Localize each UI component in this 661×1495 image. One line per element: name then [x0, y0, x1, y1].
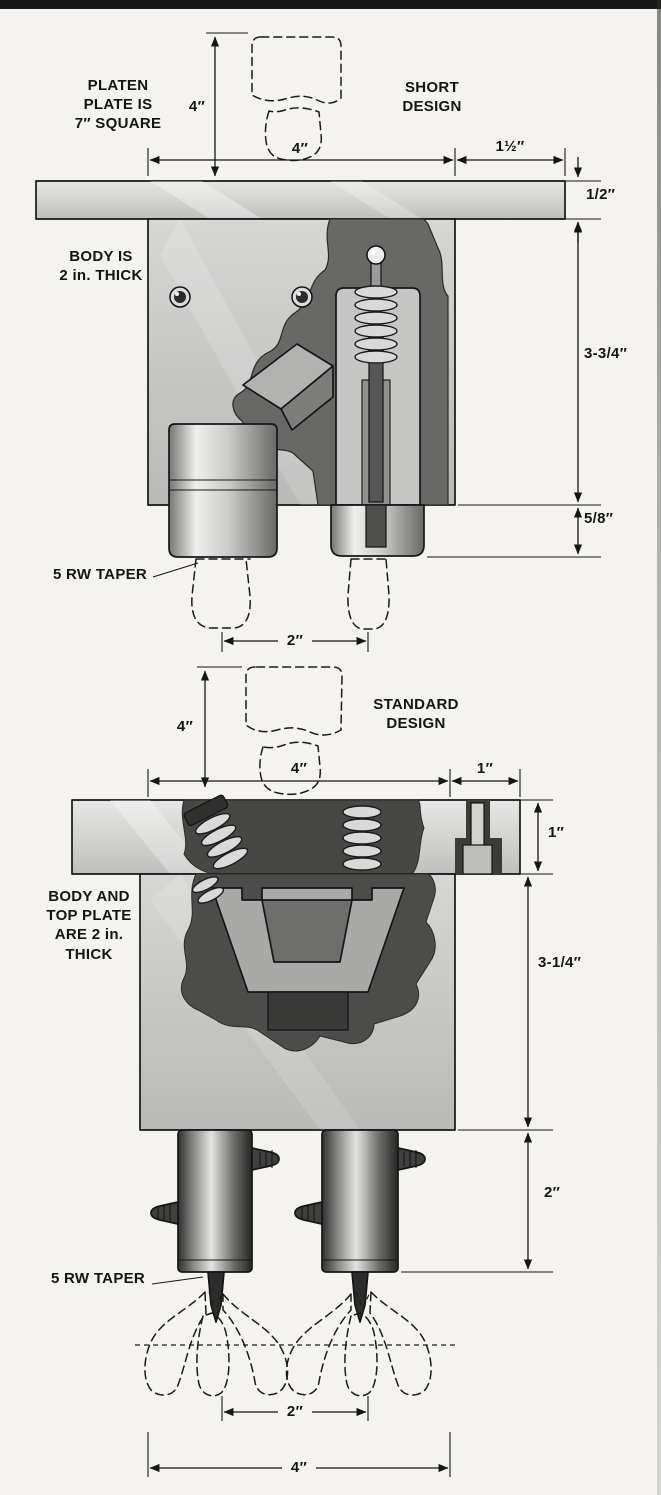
short-taper-outline-right [347, 558, 390, 630]
short-taper-label: 5 RW TAPER [52, 566, 148, 583]
short-shank-outline-upper [251, 36, 342, 104]
short-platen-plate [35, 180, 566, 220]
std-shank-outline-upper [245, 666, 343, 736]
std-v-block [211, 887, 405, 1031]
short-socket-screw-left [169, 286, 191, 308]
std-dim-body-width: 4″ [290, 760, 308, 777]
short-platen-note: PLATEN PLATE IS 7″ SQUARE [74, 77, 162, 133]
short-design-title: SHORT DESIGN [402, 79, 462, 116]
short-wedge-block [242, 343, 334, 431]
short-shank-outline-lower [264, 107, 323, 162]
std-dim-sleeve-height: 2″ [544, 1184, 561, 1201]
std-left-spring [183, 794, 249, 870]
std-right-spring [342, 805, 382, 871]
std-taper-label: 5 RW TAPER [50, 1270, 146, 1287]
short-socket-screw-right [291, 286, 313, 308]
std-body-note: BODY AND TOP PLATE ARE 2 in. THICK [46, 888, 132, 963]
short-taper-outline-left [191, 558, 251, 629]
std-right-pin [351, 1271, 369, 1323]
std-dim-plate-thickness: 1″ [548, 824, 565, 841]
std-right-cylinder [321, 1129, 399, 1273]
std-set-screws [150, 1147, 426, 1225]
short-taper-leader-line [152, 562, 199, 578]
short-spring-assembly [335, 245, 421, 506]
short-dim-plate-overhang: 1½″ [495, 138, 525, 155]
std-dim-taper-spacing: 2″ [278, 1403, 312, 1421]
short-dim-body-width: 4″ [291, 140, 309, 157]
std-stripper-bolt [455, 800, 502, 875]
short-dim-body-height: 3-3/4″ [584, 345, 628, 362]
std-dim-overall-width: 4″ [282, 1459, 316, 1477]
scan-edge-right [657, 0, 661, 1495]
std-dim-body-height: 3-1/4″ [538, 954, 582, 971]
scan-edge-top [0, 0, 661, 9]
std-taper-collet-outlines [135, 1291, 458, 1397]
short-screw-head [366, 245, 386, 265]
std-spring-remnant [191, 876, 225, 904]
std-taper-leader-line [151, 1276, 204, 1285]
short-dim-shank-height: 4″ [188, 98, 206, 115]
short-dim-boss-height: 5/8″ [584, 510, 614, 527]
std-left-cylinder [177, 1129, 253, 1273]
std-left-pin [207, 1271, 225, 1323]
short-dim-plate-thickness: 1/2″ [586, 186, 616, 203]
std-design-title: STANDARD DESIGN [373, 696, 459, 733]
short-body-note: BODY IS 2 in. THICK [59, 248, 143, 285]
short-design-drawing [35, 32, 601, 652]
standard-design-drawing [71, 666, 553, 1477]
short-dim-taper-spacing: 2″ [278, 632, 312, 650]
std-dim-shank-height: 4″ [176, 718, 194, 735]
std-dim-plate-overhang: 1″ [476, 760, 494, 777]
std-dimension-lines [147, 666, 553, 1477]
short-dimension-lines [147, 32, 601, 652]
